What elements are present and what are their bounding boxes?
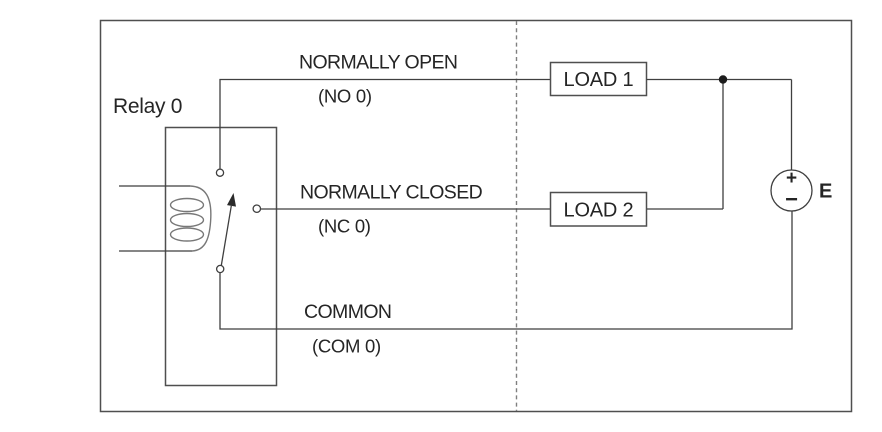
normally-open-label: NORMALLY OPEN xyxy=(299,52,457,74)
wire-common xyxy=(219,211,793,330)
relay-box xyxy=(164,126,278,387)
battery-minus-sign: − xyxy=(785,187,798,212)
battery-plus-sign: + xyxy=(786,168,797,189)
relay-coil-loop xyxy=(169,227,205,242)
relay-label: Relay 0 xyxy=(113,95,182,118)
junction-dot xyxy=(718,75,728,84)
battery-label: E xyxy=(819,181,832,203)
com-pivot-circle xyxy=(215,264,225,274)
no-code-label: (NO 0) xyxy=(318,86,372,107)
com-code-label: (COM 0) xyxy=(312,336,381,357)
normally-closed-label: NORMALLY CLOSED xyxy=(300,182,483,204)
nc-code-label: (NC 0) xyxy=(318,216,371,237)
load1-label: LOAD 1 xyxy=(564,69,634,91)
battery-circle xyxy=(770,169,813,212)
relay-coil-arc xyxy=(189,185,212,252)
load2-box xyxy=(549,191,648,227)
load2-label: LOAD 2 xyxy=(564,200,634,222)
wire-normally-open xyxy=(219,78,550,169)
switch-arm-arrowhead xyxy=(227,193,236,207)
relay-coil-loop xyxy=(169,197,205,213)
frame-border xyxy=(99,19,853,413)
relay-coil-loop xyxy=(169,212,205,228)
common-label: COMMON xyxy=(304,301,391,323)
no-terminal-circle xyxy=(215,168,225,177)
switch-arm-line xyxy=(220,205,232,266)
nc-terminal-circle xyxy=(252,204,262,214)
